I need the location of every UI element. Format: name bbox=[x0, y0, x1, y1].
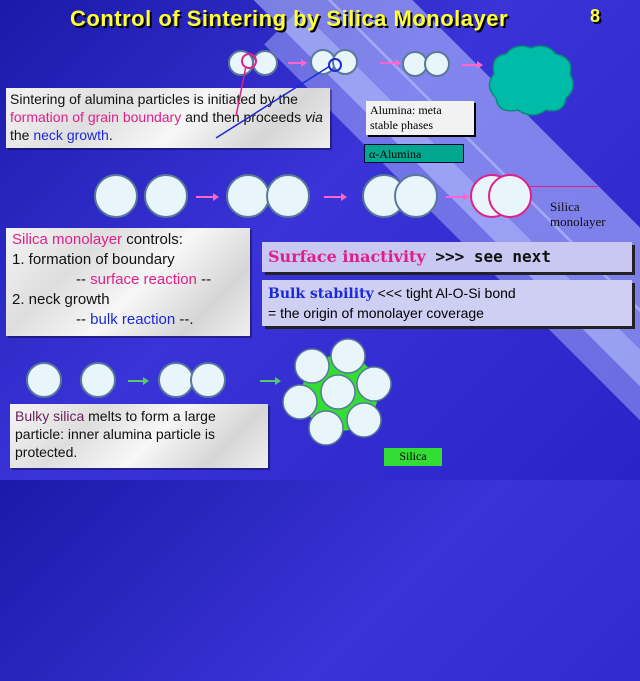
alumina-meta-label: Alumina: meta stable phases bbox=[366, 101, 474, 135]
coated-particle bbox=[488, 174, 532, 218]
bulk-stability-box: Bulk stability <<< tight Al-O-Si bond = … bbox=[262, 280, 632, 326]
intro-text: and then proceeds bbox=[181, 109, 305, 125]
intro-text-box: Sintering of alumina particles is initia… bbox=[6, 88, 330, 148]
sequence-arrow bbox=[446, 193, 469, 201]
alumina-particle bbox=[158, 362, 194, 398]
sequence-arrow bbox=[196, 193, 219, 201]
sequence-arrow bbox=[260, 377, 281, 385]
sequence-arrow bbox=[380, 59, 401, 67]
alpha-alumina-blob bbox=[488, 45, 574, 116]
neck-growth-term: neck growth bbox=[33, 127, 109, 143]
alumina-particle bbox=[94, 174, 138, 218]
slide-title: Control of Sintering by Silica Monolayer bbox=[70, 6, 509, 31]
sequence-arrow bbox=[462, 61, 483, 69]
grain-boundary-marker bbox=[241, 53, 257, 69]
surface-reaction-term: surface reaction bbox=[90, 271, 197, 288]
silica-monolayer-label: Silica monolayer bbox=[550, 199, 606, 229]
pointer-lines bbox=[215, 65, 331, 139]
alumina-particle bbox=[424, 51, 450, 77]
neck-marker bbox=[328, 58, 342, 72]
alpha-alumina-label: α-Alumina bbox=[364, 144, 464, 163]
silica-monolayer-term: Silica monolayer bbox=[12, 231, 123, 248]
page-number: 8 bbox=[590, 6, 601, 26]
sequence-arrow bbox=[128, 377, 149, 385]
alumina-particle bbox=[402, 51, 428, 77]
via-term: via bbox=[304, 109, 323, 125]
surface-inactivity-box: Surface inactivity >>> see next bbox=[262, 242, 632, 272]
alumina-particle bbox=[394, 174, 438, 218]
sequence-arrow bbox=[324, 193, 347, 201]
intro-text: the bbox=[10, 127, 34, 143]
monolayer-pointer bbox=[528, 186, 598, 187]
silica-label: Silica bbox=[384, 448, 442, 466]
control-item: 1. formation of boundary bbox=[12, 251, 175, 268]
sequence-arrow bbox=[288, 59, 307, 67]
alumina-particle bbox=[266, 174, 310, 218]
controls-text-box: Silica monolayer controls: 1. formation … bbox=[6, 228, 250, 336]
intro-text: Sintering of alumina particles is initia… bbox=[10, 91, 298, 107]
alumina-particle bbox=[190, 362, 226, 398]
alumina-particle bbox=[80, 362, 116, 398]
bulky-silica-term: Bulky silica bbox=[15, 408, 85, 424]
alumina-particle bbox=[226, 174, 270, 218]
grain-boundary-term: formation of grain boundary bbox=[10, 109, 182, 125]
silica-cluster bbox=[282, 338, 392, 446]
alumina-particle bbox=[26, 362, 62, 398]
control-item: 2. neck growth bbox=[12, 291, 110, 308]
bulk-reaction-term: bulk reaction bbox=[90, 311, 176, 328]
bulky-silica-text-box: Bulky silica melts to form a large parti… bbox=[10, 404, 268, 468]
alumina-particle bbox=[144, 174, 188, 218]
